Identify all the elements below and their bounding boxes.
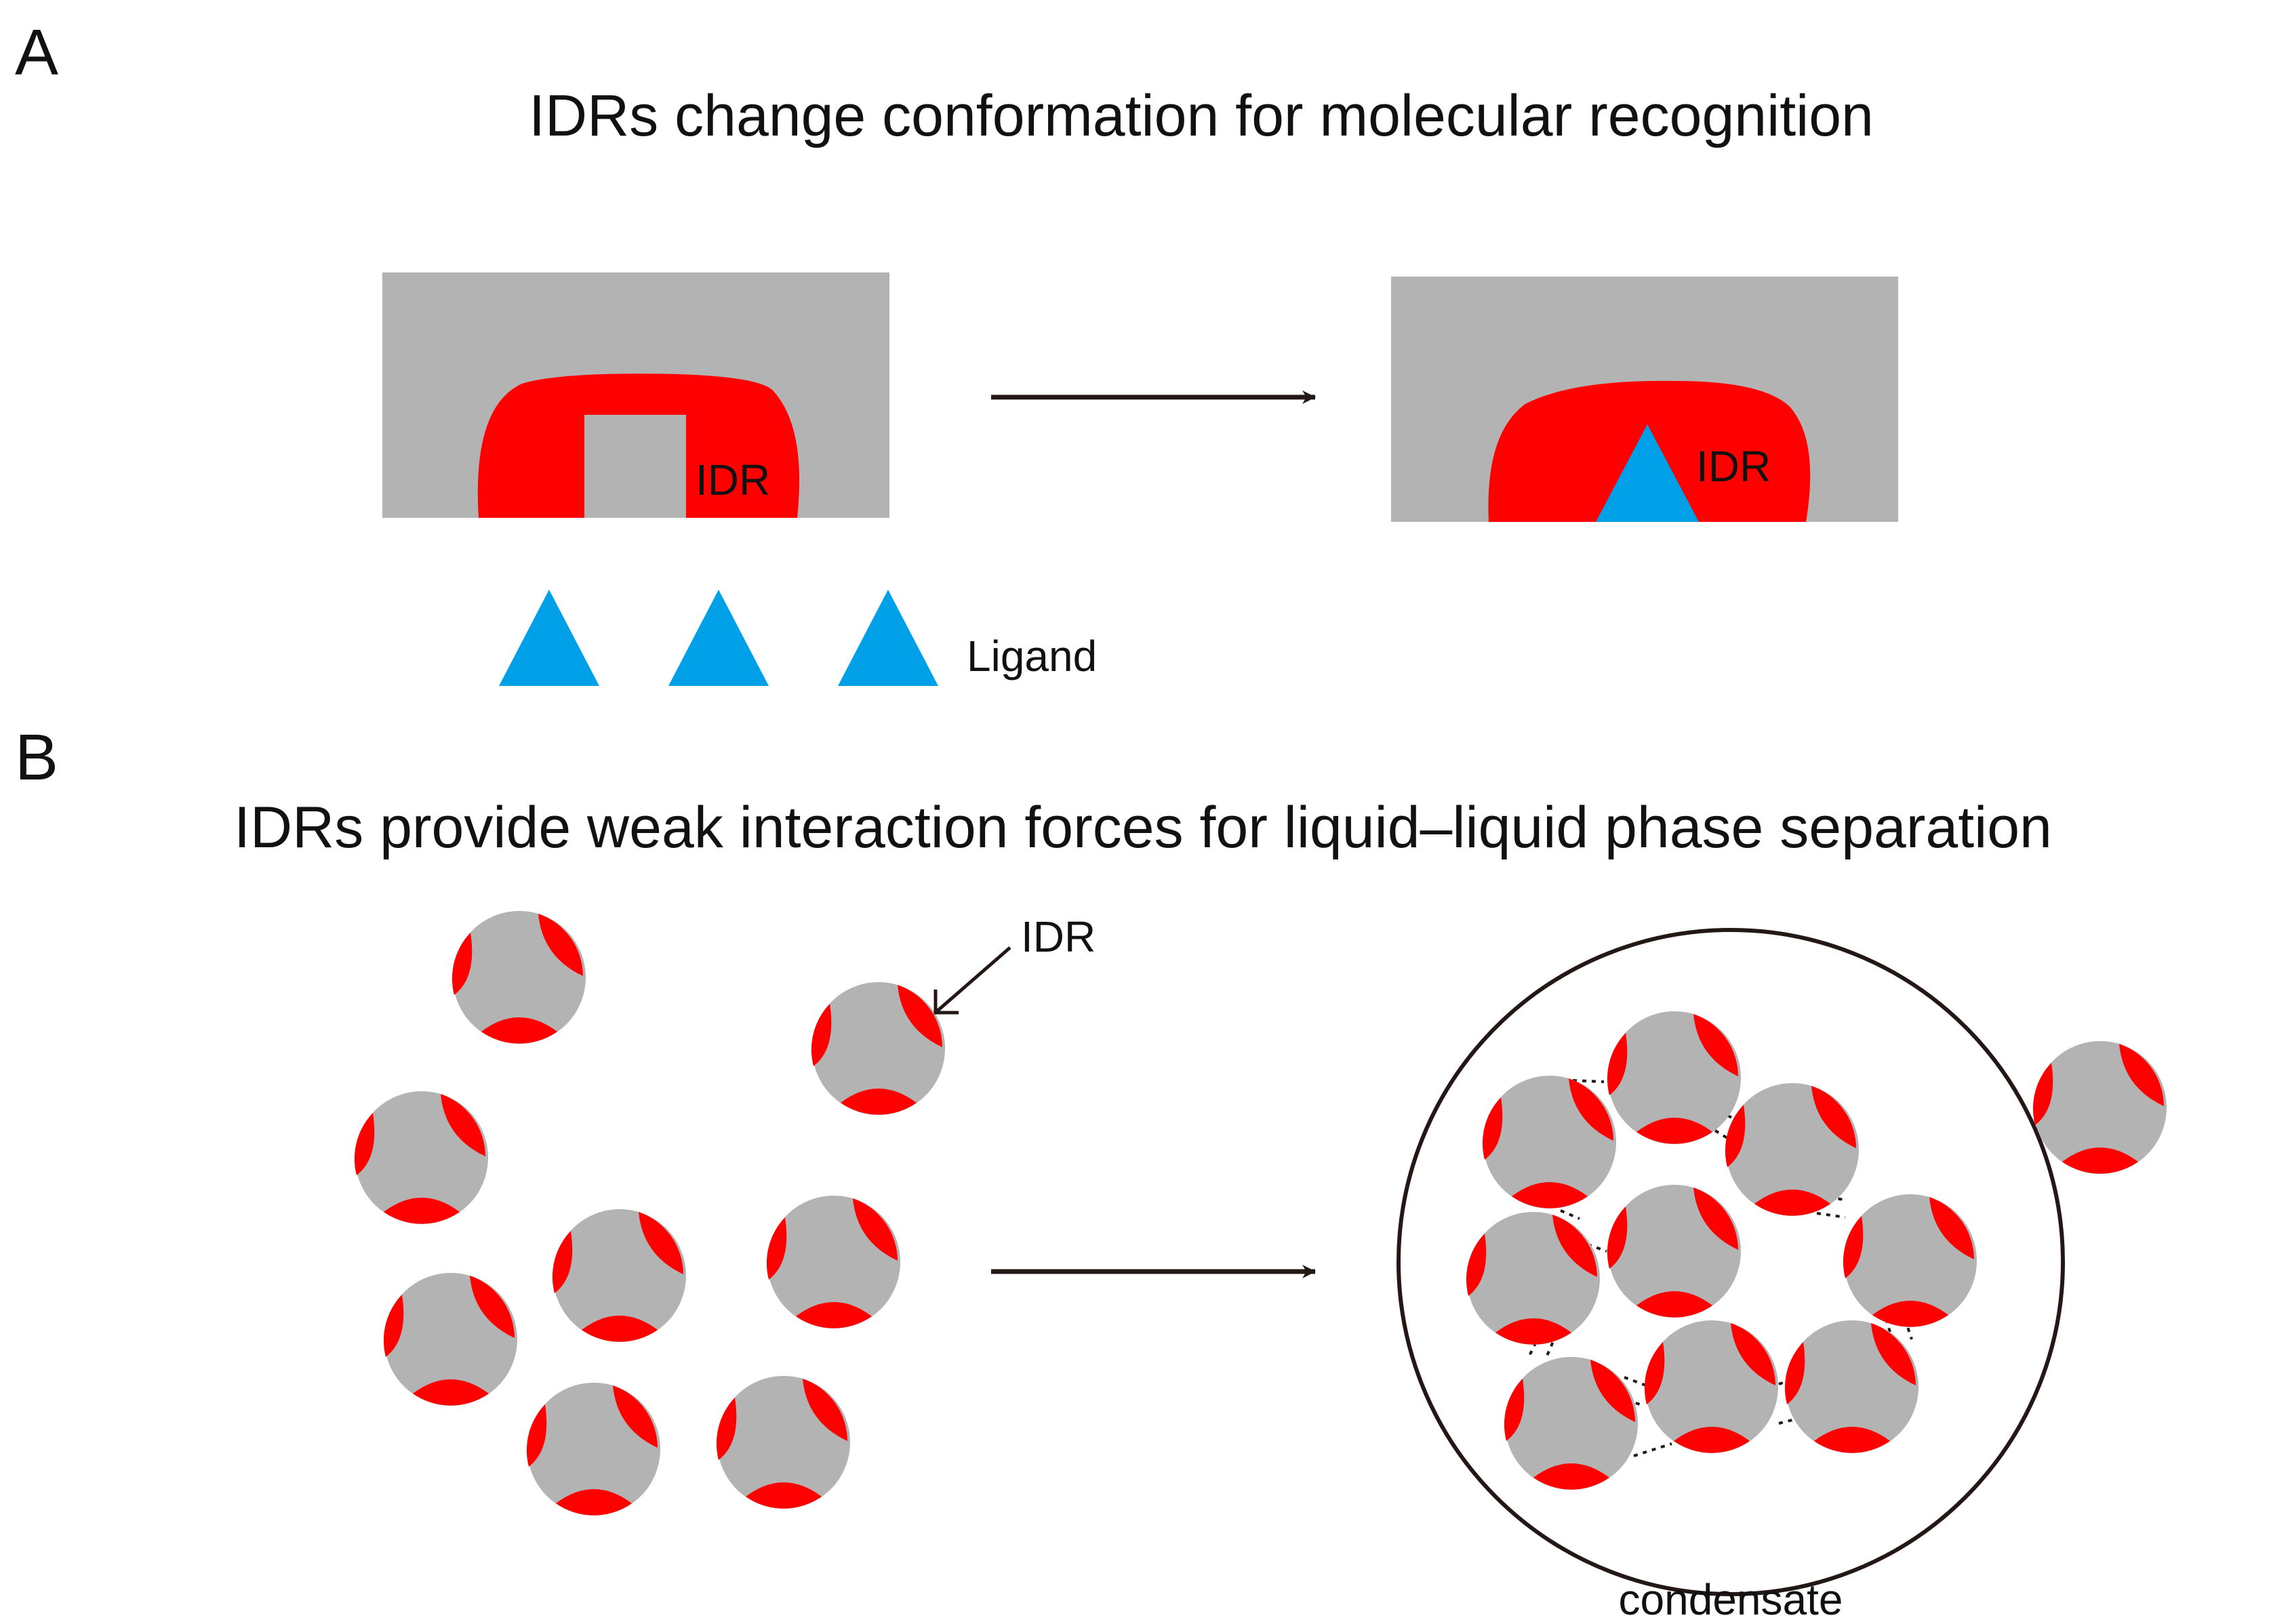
- protein-sphere-icon: [1784, 1320, 1919, 1453]
- protein-sphere-icon: [1725, 1083, 1859, 1216]
- panel-a-title: IDRs change conformation for molecular r…: [529, 83, 1874, 148]
- panel-b-letter: B: [15, 721, 58, 794]
- protein-sphere-icon: [383, 1273, 517, 1406]
- ligand-group: Ligand: [499, 590, 1097, 686]
- protein-sphere-icon: [451, 911, 586, 1044]
- protein-sphere-icon: [1482, 1076, 1616, 1209]
- protein-sphere-icon: [526, 1383, 660, 1516]
- idr-pointer-arrowhead-icon: [933, 990, 959, 1015]
- protein-sphere-icon: [1607, 1011, 1741, 1144]
- condensate-droplet: condensate: [1397, 928, 2065, 1624]
- panel-a: A IDRs change conformation for molecular…: [15, 16, 1898, 686]
- ligand-triangle-icon: [838, 590, 938, 686]
- protein-after-binding: IDR: [1391, 277, 1898, 522]
- idr-pointer-label: IDR: [1021, 912, 1096, 961]
- idr-label-before: IDR: [696, 455, 770, 504]
- protein-sphere-icon: [1644, 1320, 1778, 1453]
- panel-a-letter: A: [15, 16, 58, 89]
- protein-sphere-icon: [1504, 1357, 1638, 1490]
- idr-region-before: [477, 373, 800, 518]
- protein-sphere-icon: [811, 982, 945, 1115]
- condensate-label: condensate: [1619, 1575, 1843, 1624]
- panel-b-title: IDRs provide weak interaction forces for…: [234, 795, 2052, 860]
- ligand-label: Ligand: [967, 632, 1097, 681]
- ligand-triangle-icon: [499, 590, 599, 686]
- idr-pointer-arrow-icon: [936, 946, 1011, 1013]
- protein-sphere-icon: [1607, 1185, 1741, 1318]
- protein-sphere-icon: [766, 1196, 900, 1328]
- protein-sphere-icon: [1466, 1212, 1600, 1345]
- protein-sphere-icon: [1843, 1194, 1977, 1327]
- panel-b: B IDRs provide weak interaction forces f…: [15, 721, 2167, 1624]
- protein-sphere-icon: [716, 1376, 850, 1509]
- protein-sphere-icon: [2032, 1041, 2167, 1174]
- protein-sphere-icon: [354, 1091, 488, 1224]
- bound-ligand-triangle-icon: [1596, 424, 1699, 522]
- idr-label-after: IDR: [1696, 442, 1771, 491]
- protein-sphere-icon: [552, 1209, 686, 1342]
- dilute-phase-proteins: [354, 911, 945, 1516]
- protein-before-binding: IDR: [382, 272, 889, 518]
- ligand-triangle-icon: [668, 590, 769, 686]
